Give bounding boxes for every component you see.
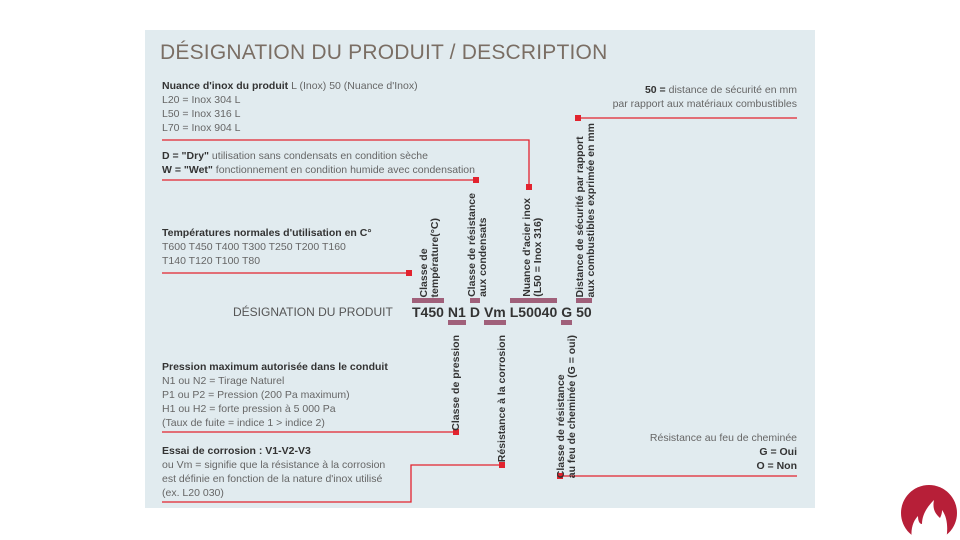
nuance-line: L20 = Inox 304 L bbox=[162, 94, 241, 106]
code-corrosion: Vm bbox=[483, 304, 506, 320]
vlabel-pression: Classe de pression bbox=[450, 335, 462, 431]
dry-text: utilisation sans condensats en condition… bbox=[209, 150, 428, 162]
temperature-heading: Températures normales d'utilisation en C… bbox=[162, 227, 372, 239]
nuance-line: L50 = Inox 316 L bbox=[162, 108, 241, 120]
feu-oui: G = Oui bbox=[759, 446, 797, 458]
vlabel-line: (L50 = Inox 316) bbox=[532, 217, 544, 297]
code-segment-pression: N1 bbox=[447, 304, 466, 325]
pression-line: N1 ou N2 = Tirage Naturel bbox=[162, 375, 285, 387]
vlabel-line: température(°C) bbox=[429, 217, 441, 297]
code-nuance: L50040 bbox=[509, 304, 558, 320]
bar-feu bbox=[561, 320, 573, 325]
corrosion-line: (ex. L20 030) bbox=[162, 487, 224, 499]
bar-corrosion bbox=[483, 320, 506, 325]
bar-pression bbox=[447, 320, 466, 325]
corrosion-line: est définie en fonction de la nature d'i… bbox=[162, 473, 383, 485]
corrosion-heading: Essai de corrosion : V1-V2-V3 bbox=[162, 445, 311, 457]
code-segment-condensat: D bbox=[469, 298, 480, 320]
bar-nuance bbox=[509, 298, 558, 303]
vlabel-line: aux condensats bbox=[477, 217, 489, 297]
distance-block: 50 = distance de sécurité en mm par rapp… bbox=[613, 83, 797, 111]
code-segment-feu: G bbox=[561, 304, 573, 325]
distance-text: distance de sécurité en mm bbox=[665, 84, 797, 96]
nuance-block: Nuance d'inox du produit L (Inox) 50 (Nu… bbox=[162, 79, 418, 135]
pression-block: Pression maximum autorisée dans le condu… bbox=[162, 360, 388, 430]
wet-text: fonctionnement en condition humide avec … bbox=[212, 164, 475, 176]
vlabel-line: aux combustibles exprimée en mm bbox=[585, 122, 597, 297]
feu-non: O = Non bbox=[756, 460, 797, 472]
pression-line: H1 ou H2 = forte pression à 5 000 Pa bbox=[162, 403, 336, 415]
wet-label: W = "Wet" bbox=[162, 164, 213, 176]
code-segment-distance: 50 bbox=[576, 298, 592, 320]
code-segment-nuance: L50040 bbox=[509, 298, 558, 320]
vlabel-line: au feu de cheminée (G = oui) bbox=[566, 335, 578, 479]
vlabel-line: Résistance à la corrosion bbox=[496, 335, 508, 463]
nuance-line: L70 = Inox 904 L bbox=[162, 122, 241, 134]
feu-block: Résistance au feu de cheminée G = Oui O … bbox=[650, 431, 797, 473]
nuance-heading-rest: L (Inox) 50 (Nuance d'Inox) bbox=[288, 80, 418, 92]
code-segment-corrosion: Vm bbox=[483, 304, 506, 325]
nuance-connector bbox=[162, 139, 530, 187]
pression-heading: Pression maximum autorisée dans le condu… bbox=[162, 361, 388, 373]
dry-label: D = "Dry" bbox=[162, 150, 210, 162]
product-code: T450 N1 D Vm L50040 G 50 bbox=[412, 298, 592, 325]
code-pression: N1 bbox=[447, 304, 466, 320]
bar-condensat bbox=[469, 298, 480, 303]
distance-text-2: par rapport aux matériaux combustibles bbox=[612, 98, 797, 110]
vlabel-line: Classe de pression bbox=[450, 335, 462, 431]
distance-label: 50 = bbox=[644, 84, 666, 96]
corrosion-connector bbox=[162, 464, 502, 503]
temperature-line: T600 T450 T400 T300 T250 T200 T160 bbox=[162, 241, 346, 253]
temperature-line: T140 T120 T100 T80 bbox=[162, 255, 261, 267]
bar-distance bbox=[576, 298, 592, 303]
code-segment-temperature: T450 bbox=[412, 298, 444, 320]
corrosion-block: Essai de corrosion : V1-V2-V3 ou Vm = si… bbox=[162, 444, 385, 500]
designation-label: DÉSIGNATION DU PRODUIT bbox=[233, 305, 393, 319]
condensat-block: D = "Dry" utilisation sans condensats en… bbox=[162, 149, 475, 177]
flame-logo-icon bbox=[901, 485, 957, 540]
vlabel-corrosion: Résistance à la corrosion bbox=[496, 335, 508, 463]
feu-heading: Résistance au feu de cheminée bbox=[649, 432, 797, 444]
temperature-block: Températures normales d'utilisation en C… bbox=[162, 226, 372, 268]
page-title: DÉSIGNATION DU PRODUIT / DESCRIPTION bbox=[160, 41, 608, 64]
code-feu: G bbox=[561, 304, 573, 320]
diagram-panel bbox=[145, 30, 815, 508]
pression-line: P1 ou P2 = Pression (200 Pa maximum) bbox=[162, 389, 350, 401]
code-condensat: D bbox=[469, 304, 480, 320]
vlabel-nuance: Nuance d'acier inox(L50 = Inox 316) bbox=[521, 198, 544, 297]
code-temperature: T450 bbox=[412, 304, 444, 320]
nuance-heading: Nuance d'inox du produit bbox=[162, 80, 289, 92]
corrosion-line: ou Vm = signifie que la résistance à la … bbox=[162, 459, 386, 471]
code-distance: 50 bbox=[576, 304, 592, 320]
bar-temperature bbox=[412, 298, 444, 303]
pression-line: (Taux de fuite = indice 1 > indice 2) bbox=[162, 417, 325, 429]
